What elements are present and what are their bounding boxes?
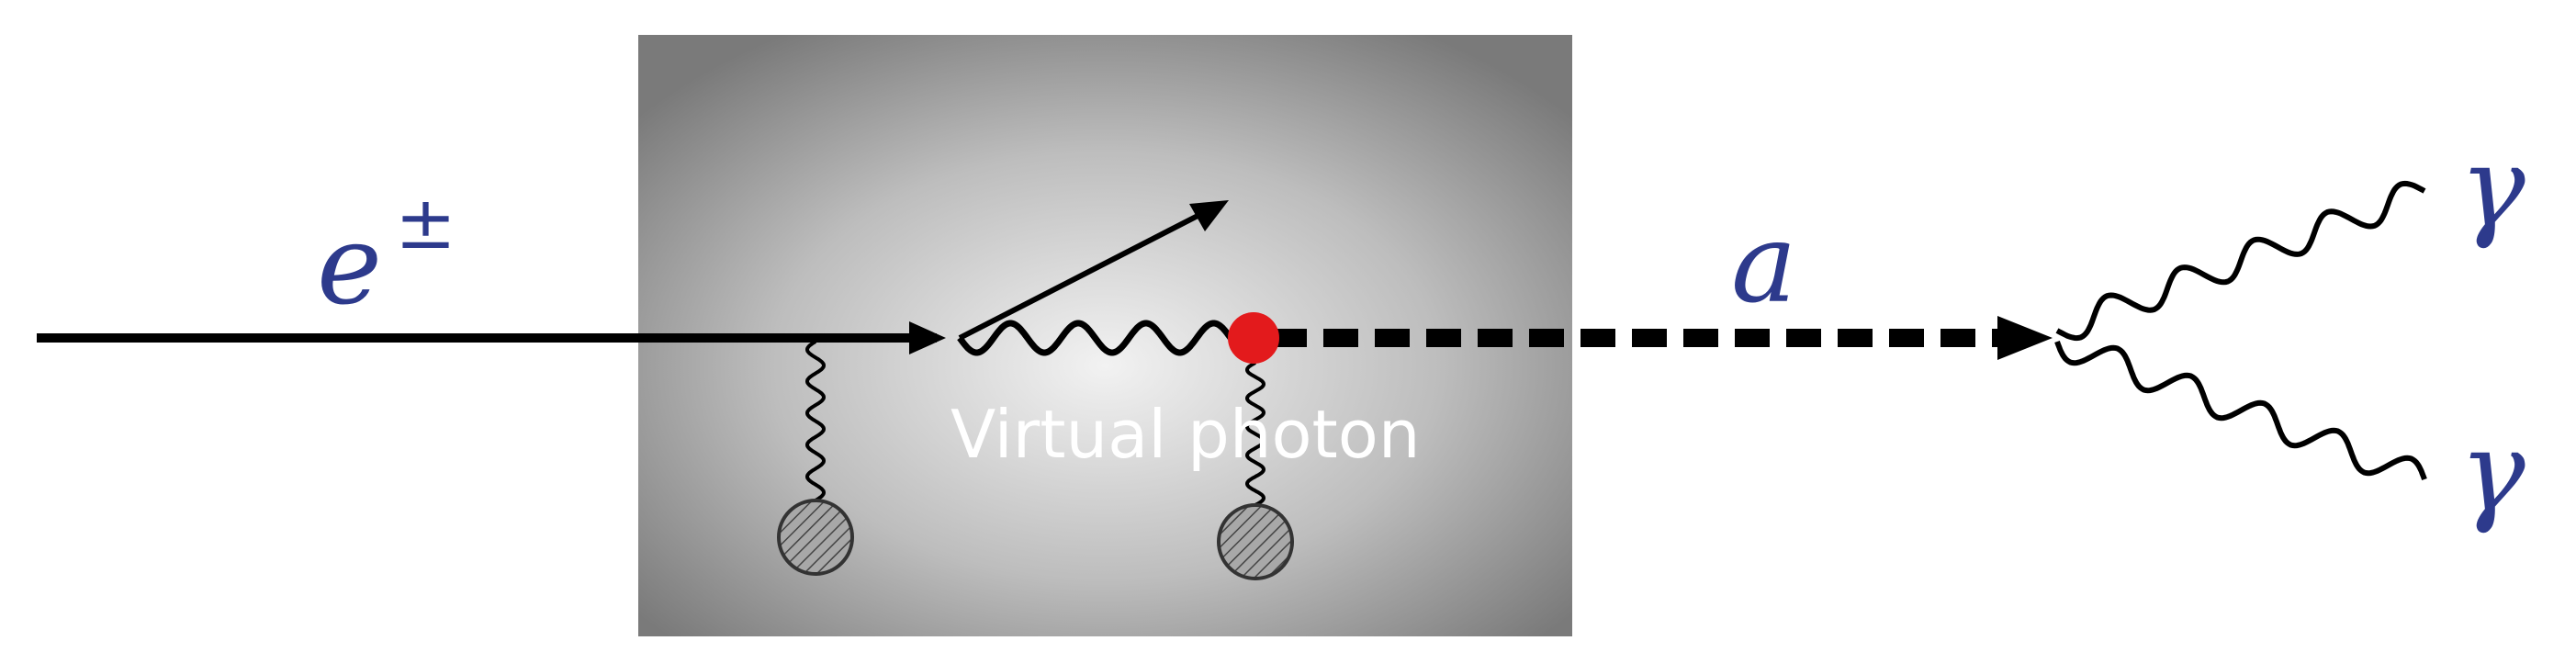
photon-bottom-label: γ: [2459, 409, 2525, 536]
photon-top-label: γ: [2459, 124, 2525, 252]
incoming-particle-label: e: [317, 202, 382, 330]
scattered-electron-line: [958, 210, 1205, 341]
virtual-photon-label: Virtual photon: [951, 396, 1420, 473]
decay-photon-top: [2055, 180, 2426, 342]
nucleus-2: [1217, 503, 1294, 580]
exchange-photon-1: [804, 340, 827, 502]
decay-photon-bottom: [2054, 340, 2427, 481]
axion-arrowhead: [1997, 316, 2053, 360]
exchange-photon-2: [1244, 361, 1266, 507]
incoming-charge-label: ±: [395, 180, 456, 265]
nucleus-1: [777, 499, 854, 576]
outgoing-particle-label: a: [1731, 200, 1797, 328]
vertex-dot: [1228, 312, 1279, 364]
virtual-photon-line: [957, 320, 1233, 356]
electron-arrowhead: [909, 321, 946, 354]
scattered-electron-arrowhead: [1189, 200, 1229, 231]
